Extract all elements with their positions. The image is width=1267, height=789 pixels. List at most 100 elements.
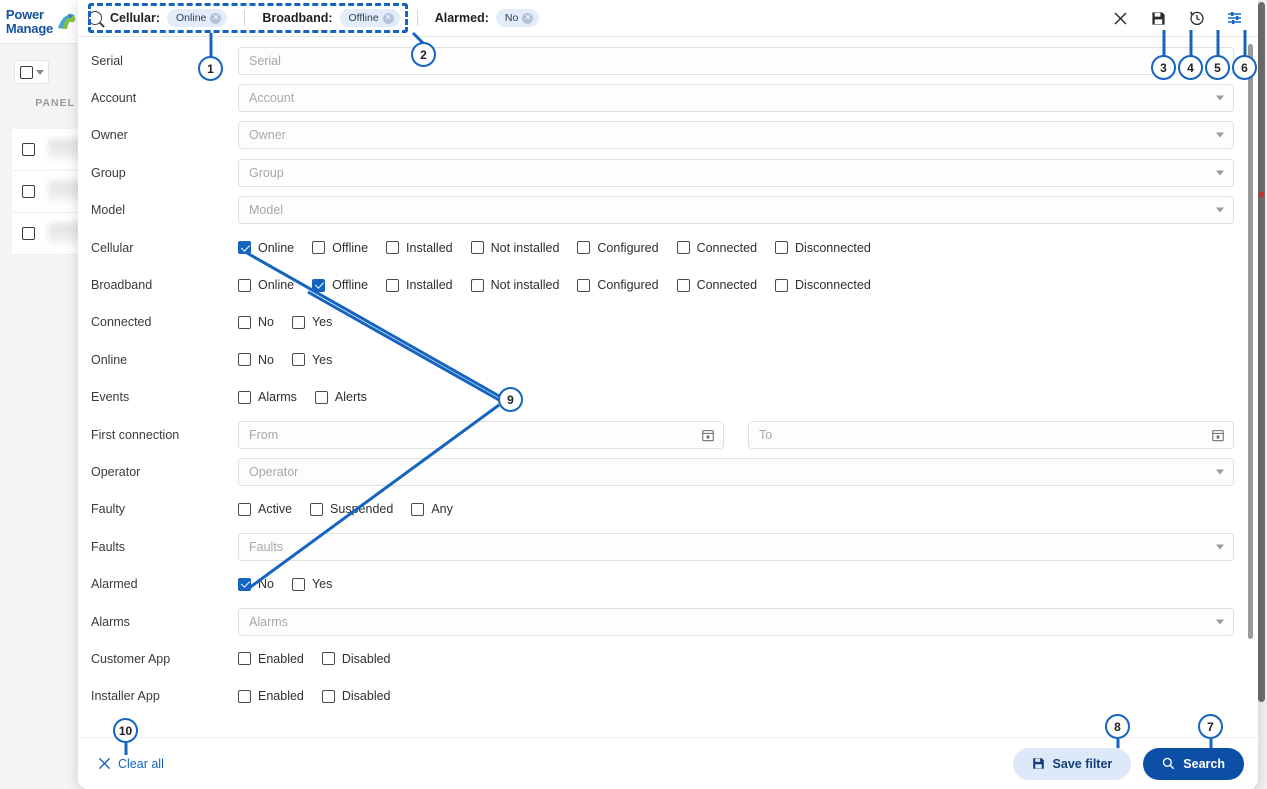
checkbox-box[interactable] <box>577 278 591 292</box>
checkbox-box[interactable] <box>312 241 326 255</box>
checkbox-disabled[interactable]: Disabled <box>321 652 391 666</box>
checkbox-disconnected[interactable]: Disconnected <box>775 241 871 255</box>
checkbox-box[interactable] <box>291 353 305 367</box>
select-wrapper[interactable] <box>238 532 1234 561</box>
checkbox-box[interactable] <box>238 652 251 666</box>
checkbox-box[interactable] <box>238 390 251 404</box>
checkbox-box[interactable] <box>321 652 335 666</box>
checkbox-box[interactable] <box>310 502 324 516</box>
checkbox-online[interactable]: Online <box>238 278 294 292</box>
active-filters-search-bar[interactable]: Cellular: Online ✕ Broadband: Offline ✕ … <box>78 0 1111 36</box>
row-checkbox[interactable] <box>22 143 35 156</box>
checkbox-installed[interactable]: Installed <box>386 278 453 292</box>
checkbox-active[interactable]: Active <box>238 502 292 516</box>
checkbox-configured[interactable]: Configured <box>577 241 659 255</box>
checkbox-box[interactable] <box>291 315 305 329</box>
checkbox-box[interactable] <box>314 390 328 404</box>
search-button[interactable]: Search <box>1143 747 1244 780</box>
checkbox-yes[interactable]: Yes <box>291 353 332 367</box>
select-account[interactable] <box>238 84 1234 113</box>
page-scrollbar-thumb[interactable] <box>1258 2 1265 702</box>
select-wrapper[interactable] <box>238 607 1234 636</box>
checkbox-box[interactable] <box>238 502 251 516</box>
table-row[interactable] <box>12 213 96 255</box>
row-checkbox[interactable] <box>22 185 35 198</box>
filter-chip-broadband[interactable]: Offline ✕ <box>339 9 400 27</box>
close-icon[interactable] <box>1111 9 1130 28</box>
checkbox-no[interactable]: No <box>238 315 274 329</box>
select-operator[interactable] <box>238 457 1234 486</box>
checkbox-enabled[interactable]: Enabled <box>238 689 304 703</box>
checkbox-box[interactable] <box>238 689 251 703</box>
checkbox-box[interactable] <box>577 241 591 255</box>
date-to-input[interactable] <box>748 420 1234 449</box>
floppy-disk-icon[interactable] <box>1149 9 1168 28</box>
clock-history-icon[interactable] <box>1187 9 1206 28</box>
save-filter-button[interactable]: Save filter <box>1012 747 1132 780</box>
close-circle-icon[interactable]: ✕ <box>210 12 222 24</box>
clear-all-button[interactable]: Clear all <box>98 757 164 771</box>
date-to-wrapper[interactable] <box>748 420 1234 449</box>
checkbox-box[interactable] <box>676 241 690 255</box>
row-checkbox[interactable] <box>22 227 35 240</box>
checkbox-any[interactable]: Any <box>411 502 453 516</box>
checkbox-disabled[interactable]: Disabled <box>321 689 391 703</box>
checkbox-box[interactable] <box>470 278 484 292</box>
checkbox-box[interactable] <box>321 689 335 703</box>
checkbox-box[interactable] <box>676 278 690 292</box>
table-row[interactable] <box>12 129 96 171</box>
checkbox-box[interactable] <box>238 315 251 329</box>
select-all-checkbox[interactable] <box>19 65 33 79</box>
select-alarms[interactable] <box>238 607 1234 636</box>
dialog-scrollbar-thumb[interactable] <box>1248 44 1253 639</box>
input-serial[interactable] <box>238 46 1234 75</box>
chevron-down-icon[interactable] <box>35 69 44 75</box>
checkbox-configured[interactable]: Configured <box>577 278 659 292</box>
checkbox-yes[interactable]: Yes <box>291 577 332 591</box>
select-faults[interactable] <box>238 532 1234 561</box>
select-wrapper[interactable] <box>238 84 1234 113</box>
checkbox-connected[interactable]: Connected <box>676 241 757 255</box>
checkbox-box[interactable] <box>386 241 400 255</box>
select-all-control[interactable] <box>14 60 49 84</box>
select-wrapper[interactable] <box>238 158 1234 187</box>
select-group[interactable] <box>238 158 1234 187</box>
close-circle-icon[interactable]: ✕ <box>522 12 534 24</box>
checkbox-box[interactable] <box>238 577 251 591</box>
date-from-wrapper[interactable] <box>238 420 724 449</box>
dialog-scrollbar[interactable] <box>1248 44 1253 639</box>
calendar-icon[interactable] <box>701 428 715 442</box>
select-wrapper[interactable] <box>238 457 1234 486</box>
checkbox-no[interactable]: No <box>238 577 274 591</box>
app-logo[interactable]: Power Manage <box>0 0 84 44</box>
checkbox-box[interactable] <box>238 353 251 367</box>
select-wrapper[interactable] <box>238 121 1234 150</box>
select-owner[interactable] <box>238 121 1234 150</box>
checkbox-enabled[interactable]: Enabled <box>238 652 304 666</box>
filter-chip-alarmed[interactable]: No ✕ <box>495 9 540 27</box>
checkbox-offline[interactable]: Offline <box>312 278 368 292</box>
calendar-icon[interactable] <box>1211 428 1225 442</box>
checkbox-box[interactable] <box>775 278 789 292</box>
date-from-input[interactable] <box>238 420 724 449</box>
select-wrapper[interactable] <box>238 196 1234 225</box>
filter-sliders-icon[interactable] <box>1225 9 1244 28</box>
checkbox-offline[interactable]: Offline <box>312 241 368 255</box>
close-circle-icon[interactable]: ✕ <box>382 12 394 24</box>
checkbox-not-installed[interactable]: Not installed <box>470 278 559 292</box>
checkbox-box[interactable] <box>238 278 251 292</box>
checkbox-no[interactable]: No <box>238 353 274 367</box>
checkbox-connected[interactable]: Connected <box>676 278 757 292</box>
checkbox-not-installed[interactable]: Not installed <box>470 241 559 255</box>
checkbox-alarms[interactable]: Alarms <box>238 390 297 404</box>
checkbox-box[interactable] <box>312 278 326 292</box>
checkbox-box[interactable] <box>470 241 484 255</box>
checkbox-suspended[interactable]: Suspended <box>310 502 393 516</box>
filter-chip-cellular[interactable]: Online ✕ <box>167 9 228 27</box>
checkbox-box[interactable] <box>411 502 425 516</box>
checkbox-yes[interactable]: Yes <box>291 315 332 329</box>
checkbox-box[interactable] <box>775 241 789 255</box>
select-model[interactable] <box>238 196 1234 225</box>
checkbox-alerts[interactable]: Alerts <box>314 390 367 404</box>
checkbox-installed[interactable]: Installed <box>386 241 453 255</box>
